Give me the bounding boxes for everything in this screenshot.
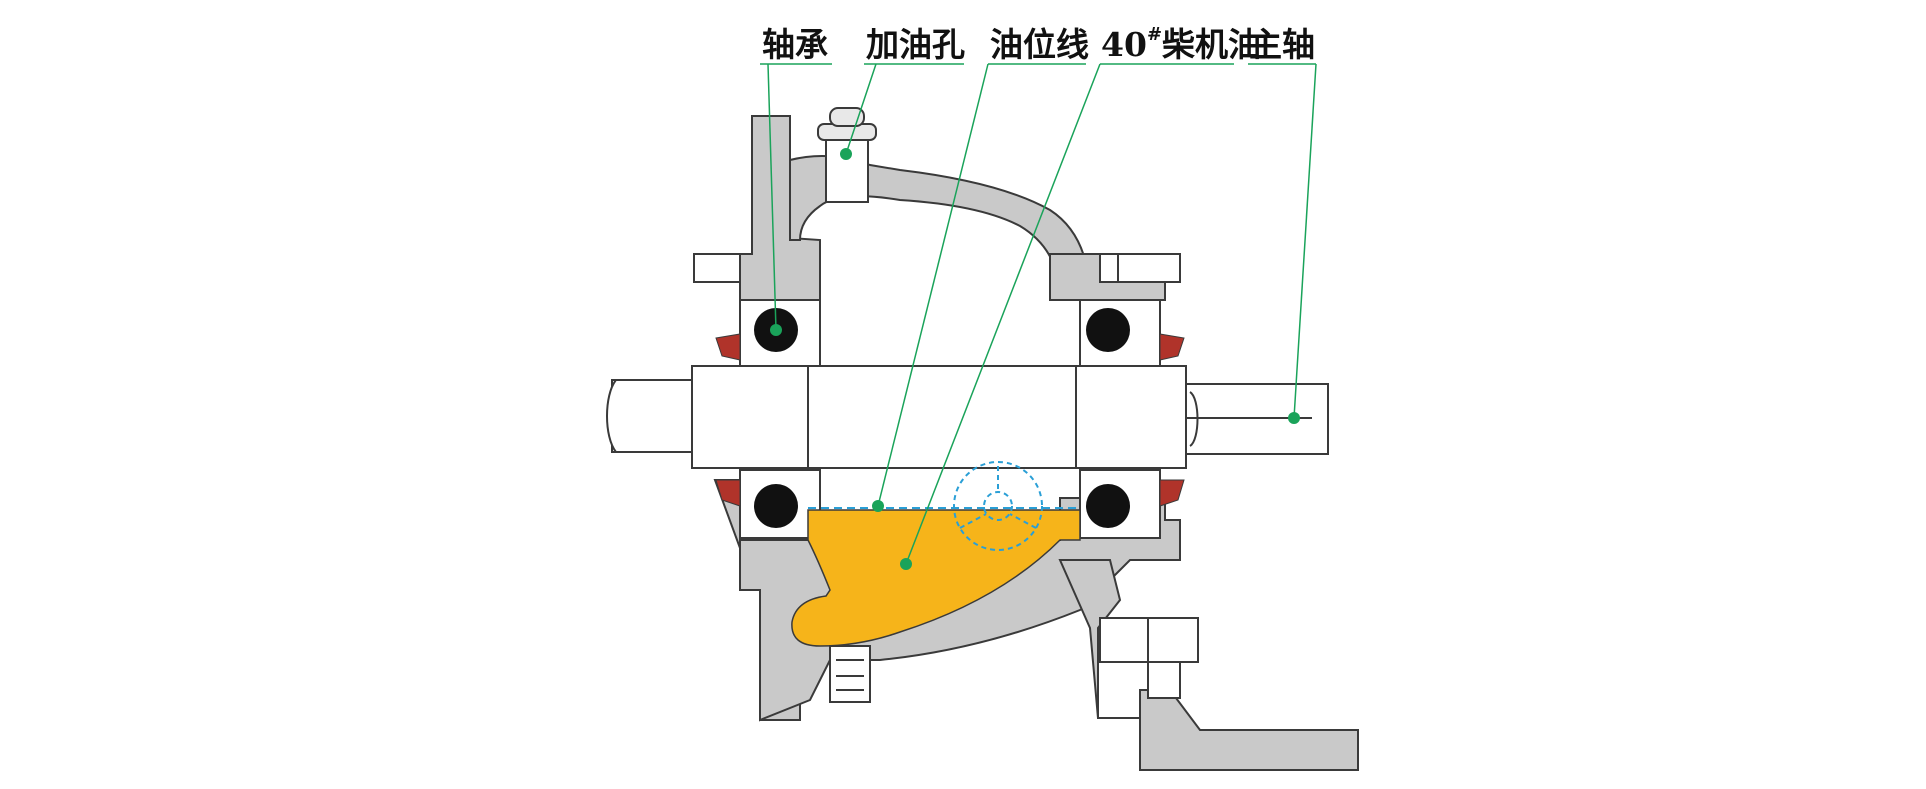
top-bolts [693,253,1181,283]
leader-lines [767,63,1317,565]
seals [715,333,1185,507]
main-shaft [691,365,1329,469]
leader-dots [770,148,1300,570]
label-oil-level-line: 油位线 [990,25,1089,64]
drain-plug [829,645,871,703]
bearing-balls [754,308,1130,528]
oil-splash-ring [953,461,1043,551]
foot-bolt [1099,617,1199,699]
left-shaft [606,379,693,453]
label-oil-grade: 40#柴机油 [1101,24,1262,64]
label-main-shaft: 主轴 [1249,25,1315,64]
oil-reservoir [791,509,1081,647]
label-fill-hole: 加油孔 [866,25,965,64]
label-bearing: 轴承 [762,25,828,64]
